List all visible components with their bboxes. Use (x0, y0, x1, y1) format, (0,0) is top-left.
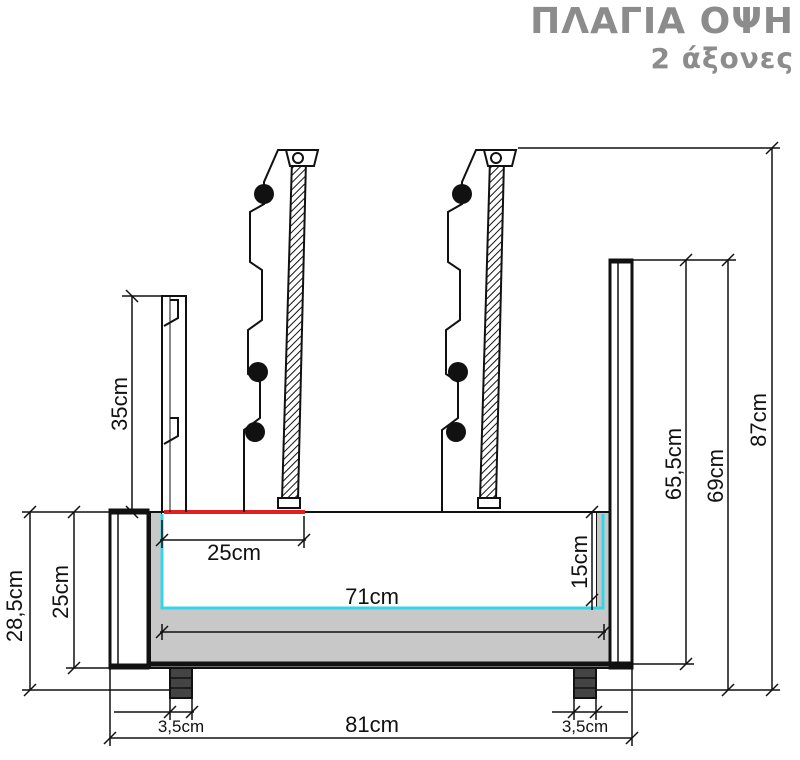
dim-87cm: 87cm (746, 393, 771, 447)
dimension-labels: 35cm 25cm 71cm 15cm 28,5cm 25cm 65,5cm 6… (2, 377, 771, 737)
dim-81cm: 81cm (345, 712, 399, 737)
left-foot (169, 667, 193, 699)
basin (149, 510, 611, 669)
basin-inner (162, 512, 596, 608)
dim-25cm-left: 25cm (48, 565, 73, 619)
dim-71cm: 71cm (345, 584, 399, 609)
dim-3-5cm-right: 3,5cm (562, 717, 608, 736)
water-line (160, 514, 605, 610)
dim-25cm-top: 25cm (207, 540, 261, 565)
drawing-subtitle: 2 άξονες (650, 42, 794, 75)
dim-65-5cm: 65,5cm (661, 428, 686, 500)
dim-35cm: 35cm (107, 377, 132, 431)
dim-15cm: 15cm (567, 535, 592, 589)
left-end-panel (108, 508, 150, 670)
dim-69cm: 69cm (703, 449, 728, 503)
dim-28-5cm: 28,5cm (2, 570, 27, 642)
inclined-rack-2 (441, 149, 518, 512)
right-foot (573, 667, 597, 699)
dim-3-5cm-left: 3,5cm (158, 717, 204, 736)
inclined-rack-1 (243, 149, 320, 512)
right-end-panel (606, 258, 634, 670)
left-shelf-bracket (161, 295, 187, 512)
drawing-title: ΠΛΑΓΙΑ ΟΨΗ (530, 1, 794, 42)
dimension-lines (22, 141, 780, 746)
title-block: ΠΛΑΓΙΑ ΟΨΗ 2 άξονες (530, 2, 794, 76)
